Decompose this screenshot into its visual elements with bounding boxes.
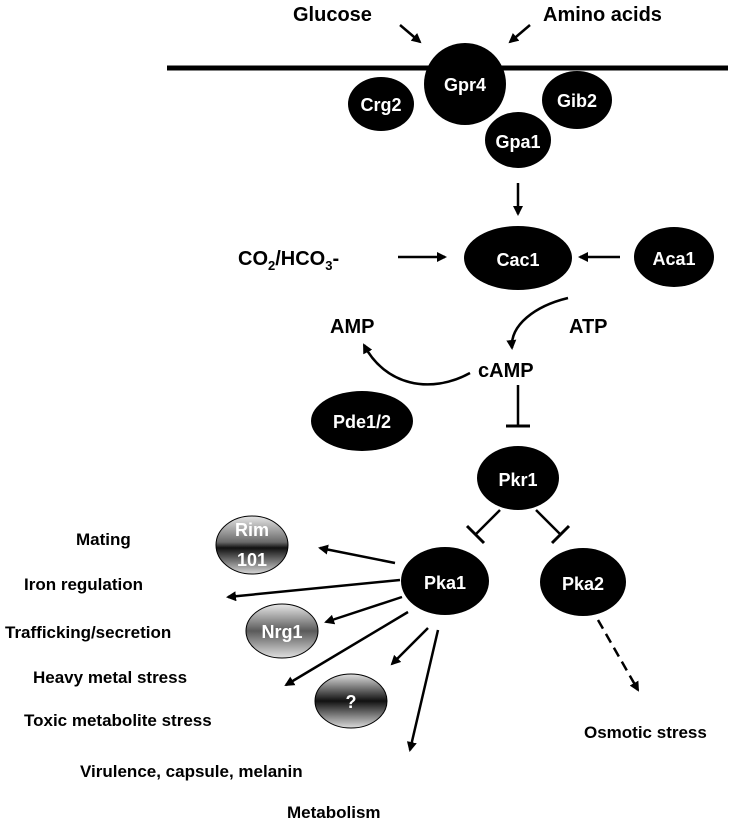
pka1-label: Pka1 [424, 573, 466, 593]
pka1-to-trafficking-arrow [324, 595, 403, 625]
atp-label: ATP [569, 316, 608, 338]
pde-label: Pde1/2 [333, 412, 391, 432]
gib2-node [542, 71, 612, 129]
amp-label: AMP [330, 316, 374, 338]
pkr1-inhibit-pka1-bar [465, 524, 486, 545]
amino-acids-label: Amino acids [543, 4, 662, 26]
pka1-to-virulence-arrow [406, 629, 440, 752]
toxic-metabolite-label: Toxic metabolite stress [24, 711, 212, 730]
nrg1-node [245, 603, 319, 659]
gpr4-label: Gpr4 [444, 75, 486, 95]
unknown-factor-node [314, 673, 388, 729]
cac1-label: Cac1 [496, 250, 539, 270]
pka2-label: Pka2 [562, 574, 604, 594]
aca1-label: Aca1 [652, 249, 695, 269]
trafficking-label: Trafficking/secretion [5, 623, 171, 642]
co2-hco3-label: CO2/HCO3- [238, 248, 339, 273]
mating-label: Mating [76, 530, 131, 549]
pka1-node [401, 547, 489, 615]
virulence-label: Virulence, capsule, melanin [80, 762, 303, 781]
cac1-node [464, 226, 572, 290]
pka1-to-iron-arrow [226, 578, 401, 602]
pkr1-node [477, 446, 559, 510]
pkr1-inhibit-pka2-line [535, 509, 561, 535]
pka2-to-osmotic-arrow [596, 619, 640, 692]
gpa1-label: Gpa1 [495, 132, 540, 152]
crg2-node [348, 77, 414, 131]
pka2-node [540, 548, 626, 616]
pka1-to-mating-arrow [318, 544, 396, 565]
pkr1-inhibit-pka2-bar [550, 524, 571, 545]
metabolism-label: Metabolism [287, 803, 381, 822]
osmotic-stress-label: Osmotic stress [584, 723, 707, 742]
camp-label: cAMP [478, 360, 534, 382]
rim101-label-line2: 101 [237, 550, 267, 570]
iron-regulation-label: Iron regulation [24, 575, 143, 594]
nrg1-label: Nrg1 [261, 622, 302, 642]
rim101-label-line1: Rim [235, 520, 269, 540]
heavy-metal-label: Heavy metal stress [33, 668, 187, 687]
glucose-arrow [399, 24, 422, 44]
atp-to-camp-arrow [506, 296, 569, 350]
pkr1-inhibit-pka1-line [475, 509, 501, 535]
pka1-to-heavy-metal-arrow [284, 610, 409, 687]
glucose-label: Glucose [293, 4, 372, 26]
pka1-to-toxic-arrow [390, 627, 429, 666]
aca1-node [634, 227, 714, 287]
gib2-label: Gib2 [557, 91, 597, 111]
rim101-node [215, 515, 289, 575]
crg2-label: Crg2 [360, 95, 401, 115]
gpr4-node [424, 43, 506, 125]
amino-acids-arrow [508, 24, 531, 44]
pkr1-label: Pkr1 [498, 470, 537, 490]
gpa1-node [485, 112, 551, 168]
camp-to-amp-arrow [362, 343, 471, 386]
pde-node [311, 391, 413, 451]
unknown-factor-label: ? [346, 692, 357, 712]
